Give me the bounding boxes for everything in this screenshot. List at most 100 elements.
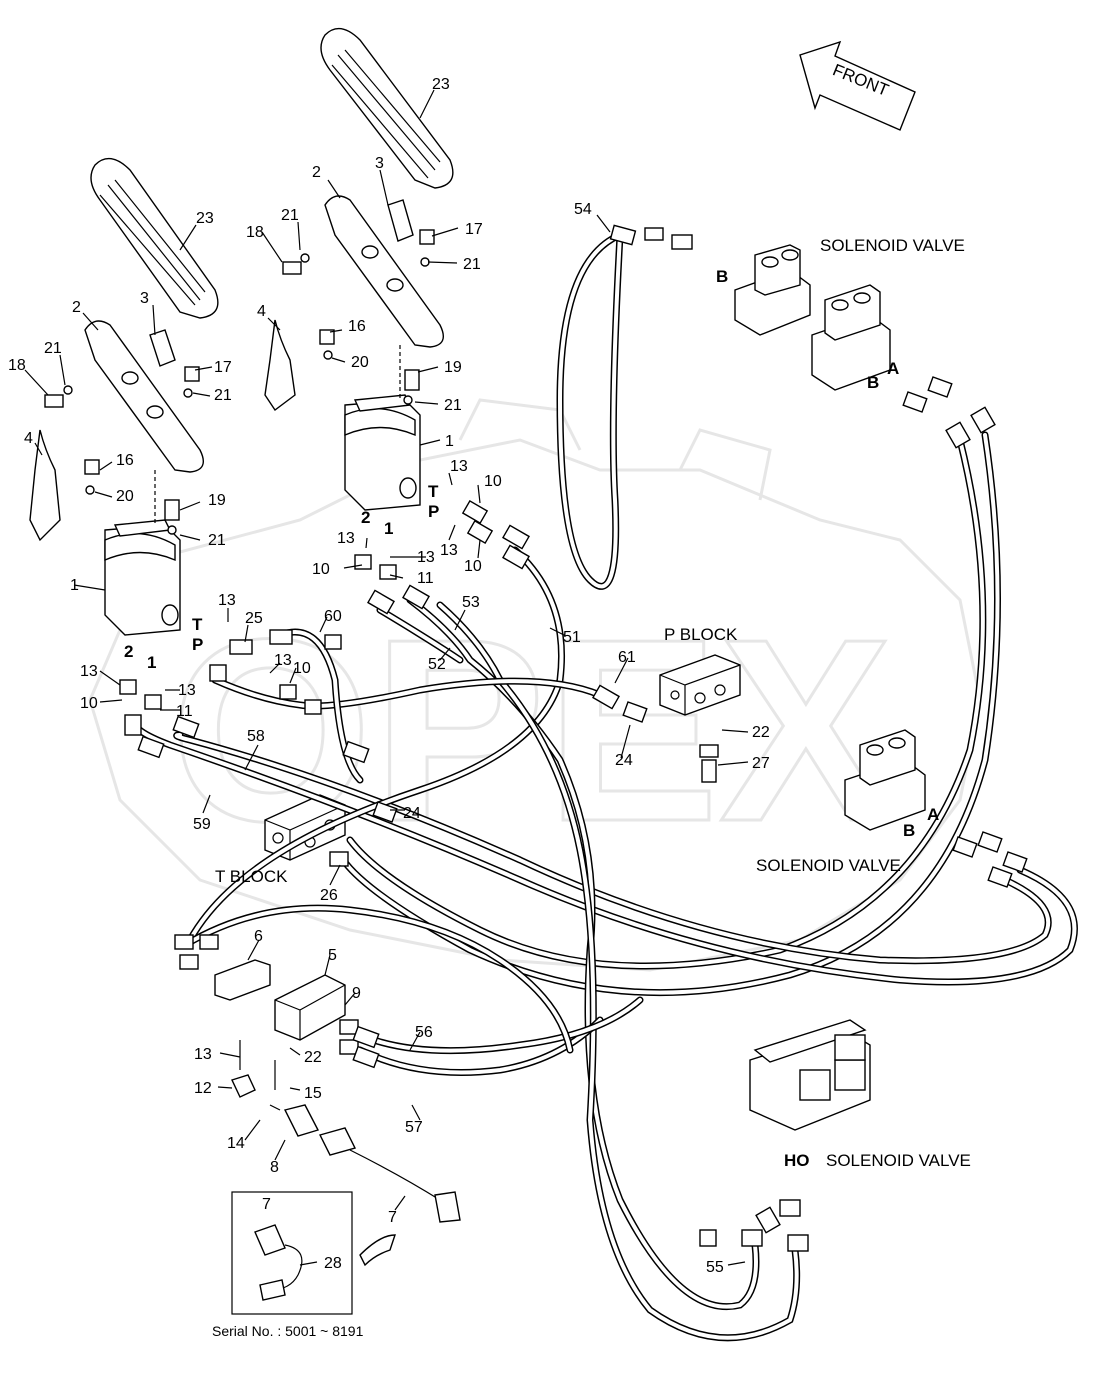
callout-57: 57: [405, 1119, 423, 1136]
callout-13: 13: [450, 458, 468, 475]
port-2-right: 2: [361, 508, 370, 527]
callout-26: 26: [320, 887, 338, 904]
port-1-right: 1: [384, 519, 393, 538]
callout-18: 18: [8, 357, 26, 374]
callout-4: 4: [257, 303, 266, 320]
port-t-left: T: [192, 615, 203, 634]
callout-13: 13: [440, 542, 458, 559]
port-t-right: T: [428, 482, 439, 501]
callout-13: 13: [194, 1046, 212, 1063]
solenoid-valve-top: [734, 244, 891, 391]
callout-13: 13: [218, 592, 236, 609]
port-b-top: B: [716, 267, 728, 286]
callout-13: 13: [80, 663, 98, 680]
callout-13: 13: [337, 530, 355, 547]
port-b-low: B: [903, 821, 915, 840]
text-labels: SOLENOID VALVE SOLENOID VALVE SOLENOID V…: [212, 236, 971, 1339]
callout-24: 24: [615, 752, 633, 769]
port-1-left: 1: [147, 653, 156, 672]
front-arrow: FRONT: [799, 40, 916, 131]
callout-28: 28: [324, 1255, 342, 1272]
callout-20: 20: [116, 488, 134, 505]
callout-21: 21: [463, 256, 481, 273]
callout-11: 11: [417, 570, 434, 587]
port-ho: HO: [784, 1151, 810, 1170]
solenoid-valve-label-top: SOLENOID VALVE: [820, 236, 965, 255]
block-5: [274, 974, 346, 1041]
callout-51: 51: [563, 629, 581, 646]
callout-25: 25: [245, 610, 263, 627]
port-2-left: 2: [124, 642, 133, 661]
solenoid-valve-bottom: [749, 1019, 871, 1131]
hoses: [131, 231, 1078, 1342]
callout-58: 58: [247, 728, 265, 745]
callout-11: 11: [176, 703, 193, 720]
callout-16: 16: [116, 452, 134, 469]
callout-5: 5: [328, 947, 337, 964]
callout-53: 53: [462, 594, 480, 611]
callout-23: 23: [432, 76, 450, 93]
port-a-low: A: [927, 805, 939, 824]
callout-17: 17: [214, 359, 232, 376]
callout-12: 12: [194, 1080, 212, 1097]
solenoid-valve-label-bottom: SOLENOID VALVE: [826, 1151, 971, 1170]
callout-18: 18: [246, 224, 264, 241]
inset-box: [231, 1191, 396, 1315]
callout-9: 9: [352, 985, 361, 1002]
callout-10: 10: [312, 561, 330, 578]
callout-23: 23: [196, 210, 214, 227]
callout-13: 13: [274, 652, 292, 669]
callout-21: 21: [444, 397, 462, 414]
port-a-mid: A: [887, 359, 899, 378]
callout-22: 22: [752, 724, 770, 741]
callout-13: 13: [417, 549, 435, 566]
callout-19: 19: [444, 359, 462, 376]
p-block-label: P BLOCK: [664, 625, 738, 644]
callout-55: 55: [706, 1259, 724, 1276]
t-block-label: T BLOCK: [215, 867, 288, 886]
port-b-mid: B: [867, 373, 879, 392]
p-block: [659, 654, 741, 716]
callout-27: 27: [752, 755, 770, 772]
callout-21: 21: [208, 532, 226, 549]
callout-14: 14: [227, 1135, 245, 1152]
callout-10: 10: [80, 695, 98, 712]
callout-61: 61: [618, 649, 636, 666]
callout-15: 15: [304, 1085, 322, 1102]
port-p-left: P: [192, 635, 203, 654]
callout-3: 3: [375, 155, 384, 172]
callout-21: 21: [44, 340, 62, 357]
callout-22: 22: [304, 1049, 322, 1066]
solenoid-valve-label-middle: SOLENOID VALVE: [756, 856, 901, 875]
callout-10: 10: [464, 558, 482, 575]
callout-6: 6: [254, 928, 263, 945]
callout-2: 2: [72, 299, 81, 316]
port-letters: B A B A B HO T P T P 2 1 2 1: [124, 267, 939, 1170]
callout-56: 56: [415, 1024, 433, 1041]
callout-17: 17: [465, 221, 483, 238]
port-p-right: P: [428, 502, 439, 521]
callout-8: 8: [270, 1159, 279, 1176]
callout-2: 2: [312, 164, 321, 181]
leader-lines: [24, 89, 749, 1266]
callout-59: 59: [193, 816, 211, 833]
solenoid-valve-middle: [844, 729, 926, 831]
pedal-pad-right: [320, 27, 454, 189]
pedal-pad-left: [90, 157, 219, 319]
callout-7: 7: [262, 1196, 271, 1213]
callout-52: 52: [428, 656, 446, 673]
callout-1: 1: [445, 433, 454, 450]
callout-16: 16: [348, 318, 366, 335]
callout-24: 24: [403, 805, 421, 822]
callout-numbers: 23 23 2 3 21 18 17 21 4 16 20 19 21 1 2 …: [8, 76, 770, 1276]
callout-21: 21: [281, 207, 299, 224]
tee-6: [214, 959, 271, 1001]
pedal-assembly-left: [29, 320, 204, 636]
callout-4: 4: [24, 430, 33, 447]
serial-number: Serial No. : 5001 ~ 8191: [212, 1323, 364, 1339]
callout-10: 10: [293, 660, 311, 677]
callout-3: 3: [140, 290, 149, 307]
callout-21: 21: [214, 387, 232, 404]
callout-13: 13: [178, 682, 196, 699]
